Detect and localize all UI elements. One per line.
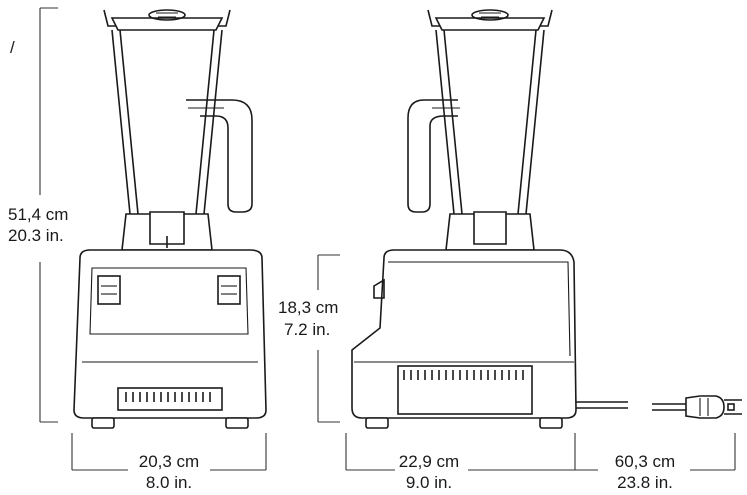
front-vent-slots bbox=[125, 392, 211, 402]
front-right-foot bbox=[225, 417, 249, 429]
front-view-blender bbox=[73, 9, 267, 429]
cord-length-dimension-line bbox=[575, 433, 736, 471]
base-height-metric-label: 18,3 cm bbox=[278, 298, 339, 317]
side-right-foot bbox=[539, 417, 563, 429]
stray-mark: / bbox=[10, 38, 15, 57]
side-view-blender bbox=[351, 9, 628, 429]
front-jar-right-outer bbox=[203, 29, 223, 215]
side-vent bbox=[397, 365, 533, 415]
side-depth-metric-label: 22,9 cm bbox=[398, 452, 460, 471]
front-lid-cap bbox=[148, 9, 186, 21]
cord-length-imperial-label: 23.8 in. bbox=[617, 473, 673, 492]
side-left-foot bbox=[365, 417, 389, 429]
front-control-panel bbox=[89, 267, 249, 335]
front-left-switch bbox=[97, 275, 121, 305]
front-width-metric-label: 20,3 cm bbox=[138, 452, 200, 471]
front-vent bbox=[117, 387, 223, 411]
side-depth-dimension-line bbox=[345, 433, 576, 471]
cord-length-metric-label: 60,3 cm bbox=[614, 452, 676, 471]
side-vent-slots bbox=[403, 370, 524, 380]
side-motor-base bbox=[351, 249, 577, 419]
plug-ground-pin bbox=[727, 403, 735, 411]
side-depth-imperial-label: 9.0 in. bbox=[405, 473, 453, 492]
total-height-metric-label: 51,4 cm bbox=[8, 205, 69, 224]
front-width-imperial-label: 8.0 in. bbox=[145, 473, 193, 492]
power-plug bbox=[652, 395, 742, 419]
front-left-foot bbox=[91, 417, 115, 429]
plug-body bbox=[685, 395, 725, 419]
side-jar-handle bbox=[407, 99, 458, 213]
total-height-dimension-line bbox=[39, 7, 58, 423]
front-jar-left-outer bbox=[111, 29, 131, 215]
front-width-dimension-line bbox=[71, 433, 267, 471]
front-jar-handle bbox=[186, 99, 253, 213]
base-height-dimension-line bbox=[317, 254, 340, 423]
side-lid-cap bbox=[471, 9, 509, 21]
side-switch bbox=[373, 278, 385, 299]
base-height-imperial-label: 7.2 in. bbox=[284, 320, 331, 339]
total-height-imperial-label: 20.3 in. bbox=[8, 226, 64, 245]
front-right-switch bbox=[217, 275, 241, 305]
